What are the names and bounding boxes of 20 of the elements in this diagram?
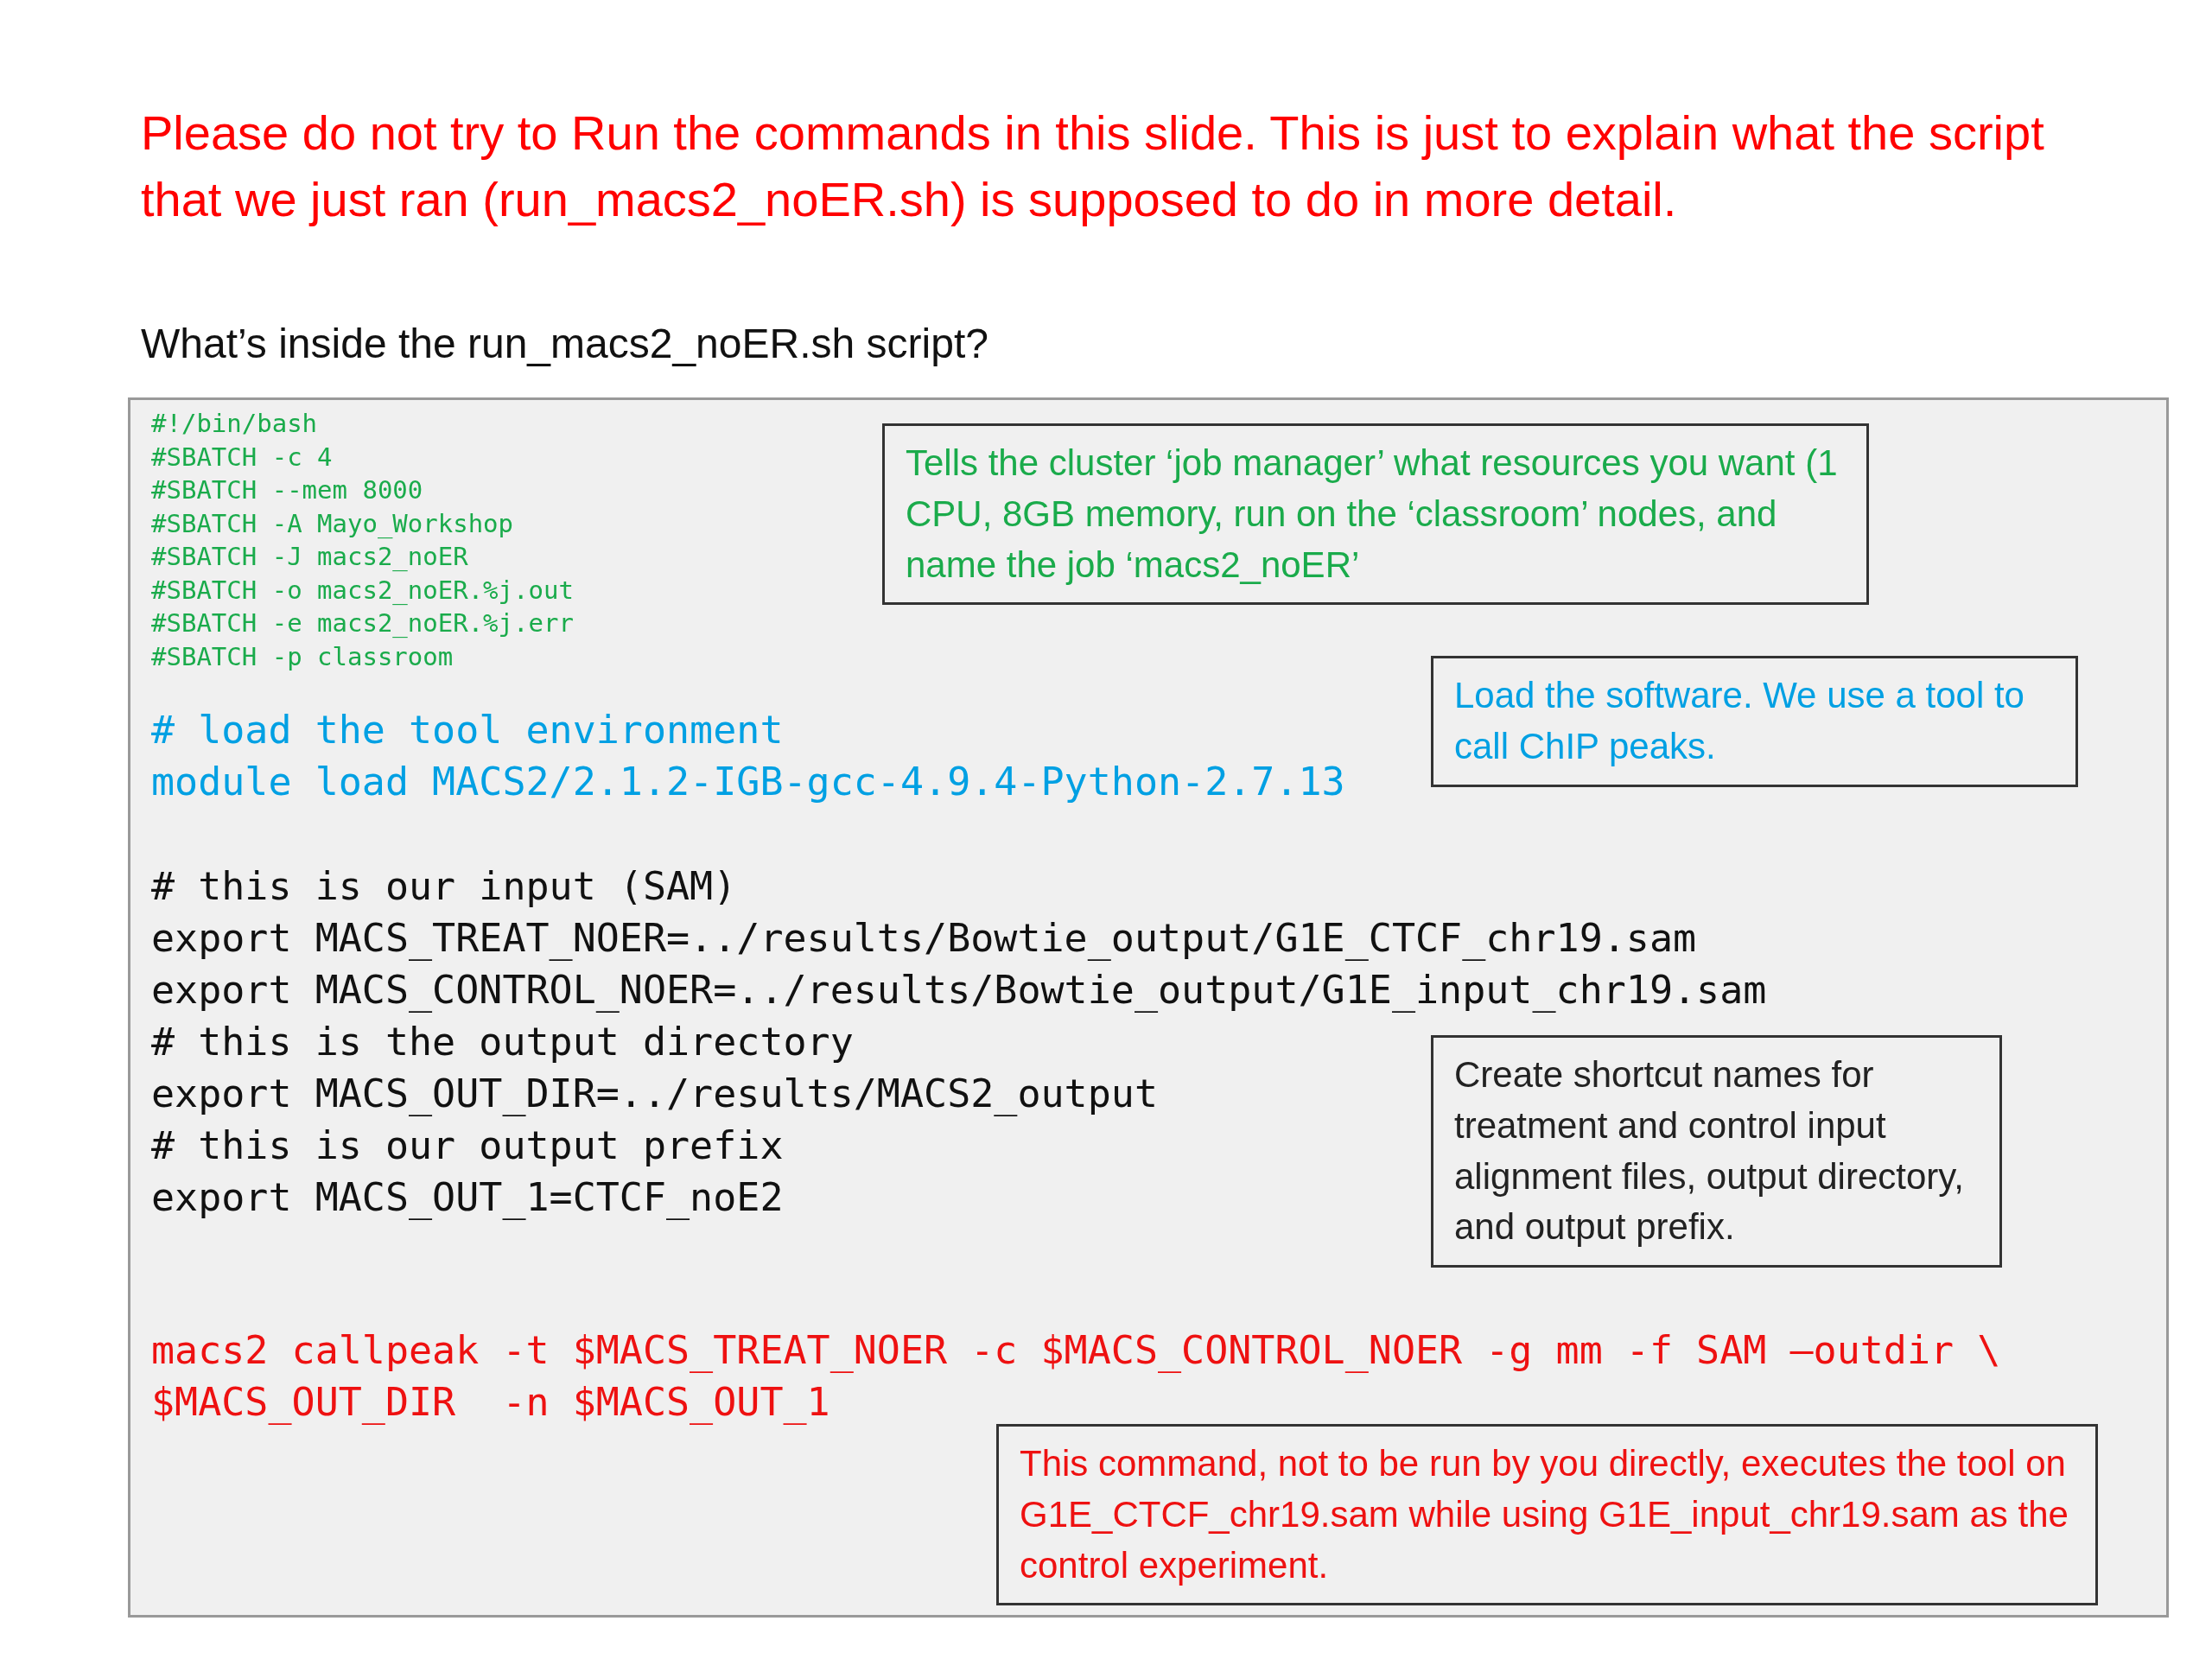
code-line: #SBATCH -o macs2_noER.%j.out <box>151 577 574 603</box>
annotation-box: This command, not to be run by you directly, executes the tool on G1E_CTCF_chr19.sam while using G1E_input_chr19.sam as the control experiment. <box>996 1424 2098 1606</box>
annotation-box: Tells the cluster ‘job manager’ what resources you want (1 CPU, 8GB memory, run on the ‘classroom’ nodes, and name the job ‘macs2_noER’ <box>882 423 1869 606</box>
code-line: #SBATCH --mem 8000 <box>151 478 423 503</box>
code-panel <box>128 397 2169 1618</box>
code-line: module load MACS2/2.1.2-IGB-gcc-4.9.4-Python-2.7.13 <box>151 762 1345 801</box>
code-comment: # this is our input (SAM) <box>151 867 737 906</box>
code-comment: # load the tool environment <box>151 710 784 749</box>
code-line: #SBATCH -c 4 <box>151 444 333 470</box>
code-comment: # this is our output prefix <box>151 1126 784 1165</box>
subheading: What’s inside the run_macs2_noER.sh script? <box>141 320 988 367</box>
code-comment: # this is the output directory <box>151 1022 854 1061</box>
code-line: #SBATCH -e macs2_noER.%j.err <box>151 611 574 636</box>
code-line: #!/bin/bash <box>151 411 318 436</box>
code-line: #SBATCH -p classroom <box>151 644 454 670</box>
annotation-box: Load the software. We use a tool to call ChIP peaks. <box>1431 656 2078 787</box>
code-line: #SBATCH -J macs2_noER <box>151 544 468 569</box>
slide-title: Please do not try to Run the commands in this slide. This is just to explain what the script that we just ran (run_macs2_noER.sh) is supposed to do in more detail. <box>141 105 2045 229</box>
annotation-box: Create shortcut names for treatment and control input alignment files, output directory, and output prefix. <box>1431 1035 2002 1268</box>
code-line: #SBATCH -A Mayo_Workshop <box>151 511 514 537</box>
